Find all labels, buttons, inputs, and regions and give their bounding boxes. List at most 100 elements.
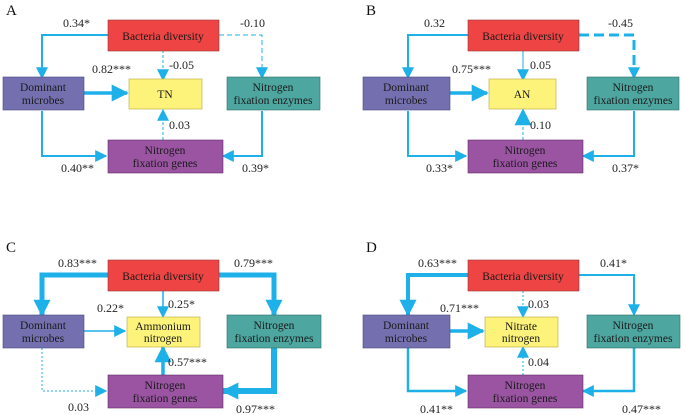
node-bacteria-diversity [467, 259, 580, 292]
node-genes-label-2: fixation genes [133, 158, 198, 170]
panel-label: B [366, 3, 376, 19]
coef-enzymes-genes: 0.97*** [236, 402, 275, 415]
node-dominant-microbes [362, 314, 451, 349]
panel-label: D [366, 240, 377, 256]
node-bacteria-diversity [467, 19, 580, 52]
edge-bacteria-dominant [33, 272, 108, 317]
coef-bacteria-target: 0.05 [530, 58, 551, 72]
coef-genes-target: 0.10 [530, 118, 551, 132]
coef-dominant-target: 0.71*** [440, 301, 479, 315]
node-genes-label-1: Nitrogen [145, 380, 186, 392]
node-genes-label-1: Nitrogen [505, 145, 546, 157]
node-dominant-label-2: microbes [385, 333, 428, 345]
node-dominant-microbes [362, 76, 451, 111]
node-nitrogen-fixation-enzymes [226, 314, 322, 349]
node-genes-label-2: fixation genes [133, 393, 198, 405]
coef-enzymes-genes: 0.37* [612, 161, 639, 175]
edge-dominant-genes [406, 348, 468, 397]
node-target [128, 78, 203, 110]
edge-dominant-genes [41, 111, 108, 162]
edge-bacteria-enzymes [579, 274, 640, 317]
panel-b: B Bacteria diversity Dominant microbes A… [362, 3, 680, 175]
node-enzymes-label-1: Nitrogen [253, 82, 294, 94]
coef-bacteria-dominant: 0.32 [424, 16, 445, 30]
edge-enzymes-genes [581, 348, 636, 397]
node-dominant-label-1: Dominant [20, 82, 67, 94]
node-nitrogen-fixation-genes [107, 374, 224, 409]
node-target-label-1: Nitrate [505, 321, 537, 333]
node-genes-label-1: Nitrogen [145, 145, 186, 157]
coef-bacteria-dominant: 0.34* [63, 16, 90, 30]
coef-dominant-genes: 0.40** [61, 161, 94, 175]
node-dominant-label-1: Dominant [383, 320, 430, 332]
node-target [484, 316, 559, 348]
node-genes-label-1: Nitrogen [505, 380, 546, 392]
panel-c: C Bacteria diversity Dominant microbes A… [2, 240, 322, 415]
node-target [488, 78, 557, 110]
edge-bacteria-enzymes [219, 272, 283, 317]
node-enzymes-label-1: Nitrogen [254, 320, 295, 332]
node-dominant-label-2: microbes [385, 95, 428, 107]
coef-dominant-target: 0.75*** [452, 62, 491, 76]
node-genes-label-2: fixation genes [493, 393, 558, 405]
node-nitrogen-fixation-enzymes [586, 76, 680, 111]
node-enzymes-label-2: fixation enzymes [234, 95, 313, 107]
panel-a: A Bacteria diversity Dominant microbes T… [2, 3, 321, 175]
node-dominant-label-1: Dominant [383, 82, 430, 94]
coef-enzymes-genes: 0.47*** [622, 402, 661, 415]
coef-bacteria-enzymes: -0.10 [240, 16, 265, 30]
edge-dominant-genes [407, 111, 468, 162]
edge-enzymes-genes [221, 348, 277, 400]
edge-dominant-genes [41, 348, 108, 397]
node-nitrogen-fixation-enzymes [226, 76, 321, 111]
edge-bacteria-enzymes [579, 33, 640, 80]
edge-enzymes-genes [581, 111, 635, 162]
node-nitrogen-fixation-enzymes [586, 314, 681, 349]
node-nitrogen-fixation-genes [107, 139, 224, 174]
panel-label: C [6, 240, 16, 256]
node-nitrogen-fixation-genes [467, 139, 584, 174]
coef-dominant-target: 0.22* [97, 301, 124, 315]
node-genes-label-2: fixation genes [493, 158, 558, 170]
node-target-label: TN [157, 89, 173, 101]
node-bacteria-diversity [107, 19, 220, 52]
node-bacteria-label: Bacteria diversity [482, 31, 564, 43]
coef-dominant-genes: 0.33* [426, 161, 453, 175]
edge-bacteria-enzymes [219, 34, 268, 80]
coef-dominant-genes: 0.41** [420, 402, 453, 415]
node-dominant-label-2: microbes [22, 333, 65, 345]
node-enzymes-label-2: fixation enzymes [594, 333, 673, 345]
coef-bacteria-enzymes: 0.41* [600, 256, 627, 270]
node-target-label: AN [514, 89, 531, 101]
node-bacteria-label: Bacteria diversity [122, 271, 204, 283]
coef-bacteria-enzymes: -0.45 [608, 16, 633, 30]
node-target-label-2: nitrogen [144, 333, 183, 345]
node-enzymes-label-2: fixation enzymes [594, 95, 673, 107]
edge-enzymes-genes [221, 111, 263, 162]
coef-genes-target: 0.03 [169, 118, 190, 132]
node-enzymes-label-1: Nitrogen [613, 320, 654, 332]
node-target-label-2: nitrogen [502, 333, 541, 345]
node-dominant-label-2: microbes [22, 95, 65, 107]
node-target [126, 316, 201, 348]
coef-bacteria-dominant: 0.83*** [58, 256, 97, 270]
coef-bacteria-target: 0.25* [168, 297, 195, 311]
coef-genes-target: 0.57*** [168, 355, 207, 369]
node-bacteria-diversity [107, 259, 220, 292]
edge-bacteria-dominant [36, 34, 108, 80]
coef-genes-target: 0.04 [528, 355, 549, 369]
coef-bacteria-target: -0.05 [169, 58, 194, 72]
node-dominant-microbes [2, 76, 85, 111]
node-bacteria-label: Bacteria diversity [482, 271, 564, 283]
coef-dominant-genes: 0.03 [68, 400, 89, 414]
edge-bacteria-dominant [402, 34, 468, 80]
coef-dominant-target: 0.82*** [92, 62, 131, 76]
panel-label: A [6, 3, 17, 19]
node-enzymes-label-2: fixation enzymes [235, 333, 314, 345]
coef-bacteria-dominant: 0.63*** [418, 256, 457, 270]
coef-bacteria-target: 0.03 [528, 297, 549, 311]
node-nitrogen-fixation-genes [467, 374, 584, 409]
node-enzymes-label-1: Nitrogen [613, 82, 654, 94]
node-target-label-1: Ammonium [135, 321, 191, 333]
